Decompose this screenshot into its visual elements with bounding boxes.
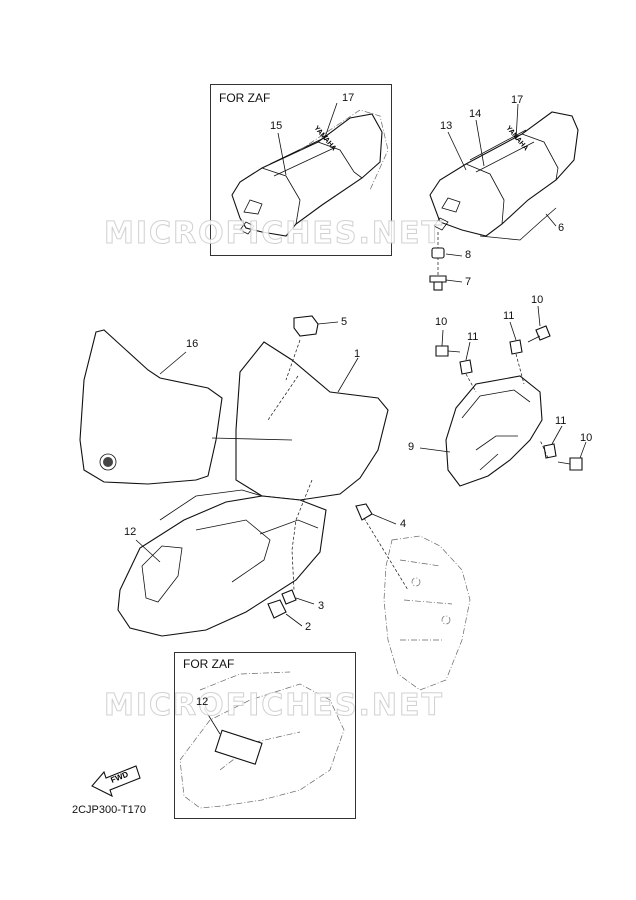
- callout-10-b: 10: [531, 294, 544, 306]
- zaf-fender-drawing: [179, 671, 345, 809]
- callout-17: 17: [511, 94, 524, 106]
- callout-2: 2: [305, 621, 312, 633]
- callout-4: 4: [400, 518, 407, 530]
- callout-11-c: 11: [555, 415, 567, 427]
- callout-7: 7: [465, 276, 472, 288]
- bracket-drawing: [419, 305, 587, 487]
- callout-17-zaf: 17: [342, 92, 355, 104]
- bolts-2-3-drawing: [267, 589, 315, 627]
- callout-10-c: 10: [580, 432, 593, 444]
- fwd-arrow-icon: FWD: [91, 765, 141, 798]
- frame-drawing: [355, 503, 471, 691]
- side-cover-drawing: [79, 329, 223, 485]
- zaf-fender-box-title: FOR ZAF: [183, 657, 235, 671]
- callout-12: 12: [124, 526, 137, 538]
- callout-15: 15: [270, 120, 283, 132]
- diagram-code: 2CJP300-T170: [72, 804, 146, 816]
- watermark-top: MICROFICHES.NET: [104, 216, 444, 252]
- callout-12-zaf: 12: [196, 696, 209, 708]
- callout-3: 3: [318, 600, 325, 612]
- zaf-seat-drawing: YAMAHA: [231, 102, 389, 237]
- callout-11-b: 11: [503, 310, 515, 322]
- callout-11-a: 11: [467, 331, 479, 343]
- callout-10-a: 10: [435, 316, 448, 328]
- zaf-fender-box: FOR ZAF: [174, 652, 356, 819]
- callout-8: 8: [465, 249, 472, 261]
- zaf-seat-box: FOR ZAF: [210, 84, 392, 256]
- watermark-bottom: MICROFICHES.NET: [104, 688, 444, 724]
- callout-1: 1: [354, 348, 361, 360]
- callout-6: 6: [558, 222, 565, 234]
- callout-13: 13: [440, 120, 453, 132]
- callout-9: 9: [408, 441, 415, 453]
- callout-16: 16: [186, 338, 199, 350]
- rear-fender-drawing: [117, 339, 389, 637]
- callout-5: 5: [341, 316, 348, 328]
- clip-5-drawing: [293, 315, 339, 337]
- zaf-seat-box-title: FOR ZAF: [219, 91, 271, 105]
- callout-14: 14: [469, 108, 482, 120]
